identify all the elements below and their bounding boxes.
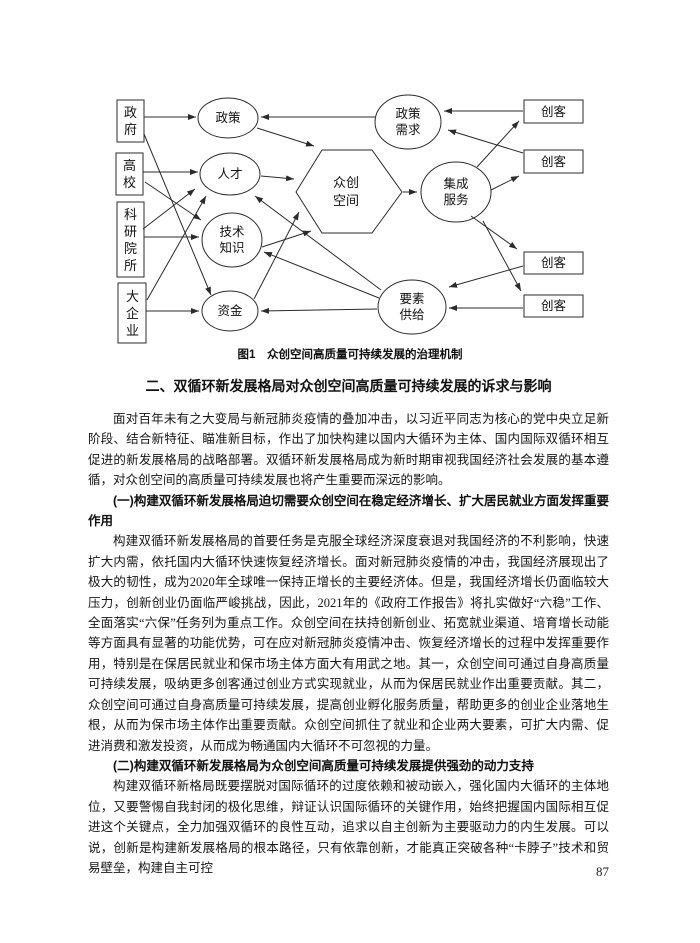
figure-caption: 图1 众创空间高质量可持续发展的治理机制 — [237, 349, 463, 361]
paragraph-1: 面对百年未有之大变局与新冠肺炎疫情的叠加冲击，以习近平同志为核心的党中央立足新阶… — [88, 412, 609, 488]
node-label-maker-space: 众创空间 — [332, 175, 359, 208]
node-label-funds: 资金 — [217, 304, 243, 318]
node-label-factor-supply: 要素供给 — [399, 292, 425, 322]
box-large-enterprise — [117, 282, 147, 344]
ellipse-policy-demand — [374, 94, 442, 150]
diagram-arrows — [142, 108, 524, 314]
node-label-talent: 人才 — [217, 167, 243, 181]
node-label-policy: 政策 — [215, 111, 241, 125]
hexagon-maker-space — [295, 149, 403, 234]
node-label-policy-demand: 政策需求 — [395, 107, 421, 137]
box-maker-3 — [523, 251, 584, 275]
ellipse-policy — [197, 97, 259, 139]
box-government — [116, 99, 145, 143]
figure-governance-mechanism: 政府 高校 科研院所 大企业 政策 人才 技术知识 资金 众创空间 政策需求 集… — [0, 0, 700, 372]
ellipse-talent — [199, 152, 261, 196]
box-university — [115, 152, 144, 196]
node-label-research-institute: 科研院所 — [123, 207, 137, 273]
node-label-university: 高校 — [122, 158, 136, 190]
node-label-government: 政府 — [123, 105, 137, 137]
paragraph-2: 构建双循环新发展格局的首要任务是克服全球经济深度衰退对我国经济的不利影响，快速扩… — [88, 534, 609, 753]
ellipse-factor-supply — [377, 279, 447, 335]
node-label-tech-knowledge: 技术知识 — [219, 225, 245, 255]
article-body: 二、双循环新发展格局对众创空间高质量可持续发展的诉求与影响 面对百年未有之大变局… — [88, 372, 609, 878]
node-label-large-enterprise: 大企业 — [125, 289, 139, 338]
ellipse-integrated-service — [420, 161, 492, 223]
section-heading: 二、双循环新发展格局对众创空间高质量可持续发展的诉求与影响 — [145, 378, 552, 394]
node-label-maker-2: 创客 — [540, 155, 566, 169]
node-label-maker-1: 创客 — [540, 105, 566, 119]
ellipse-funds — [201, 290, 259, 332]
node-label-maker-4: 创客 — [540, 299, 566, 313]
ellipse-tech-knowledge — [201, 212, 263, 268]
governance-diagram-svg — [115, 94, 584, 344]
node-label-integrated-service: 集成服务 — [443, 177, 469, 207]
box-maker-1 — [523, 99, 584, 124]
node-label-maker-3: 创客 — [540, 256, 566, 270]
page-number: 87 — [596, 864, 609, 879]
box-maker-4 — [523, 294, 584, 318]
subheading-2: (二)构建双循环新发展格局为众创空间高质量可持续发展提供强劲的动力支持 — [113, 758, 534, 773]
subheading-1: (一)构建双循环新发展格局迫切需要众创空间在稳定经济增长、扩大居民就业方面发挥重… — [88, 493, 609, 529]
box-maker-2 — [523, 149, 584, 174]
box-research-institute — [116, 201, 145, 278]
paragraph-3: 构建双循环新格局既要摆脱对国际循环的过度依赖和被动嵌入，强化国内大循环的主体地位… — [88, 779, 609, 875]
